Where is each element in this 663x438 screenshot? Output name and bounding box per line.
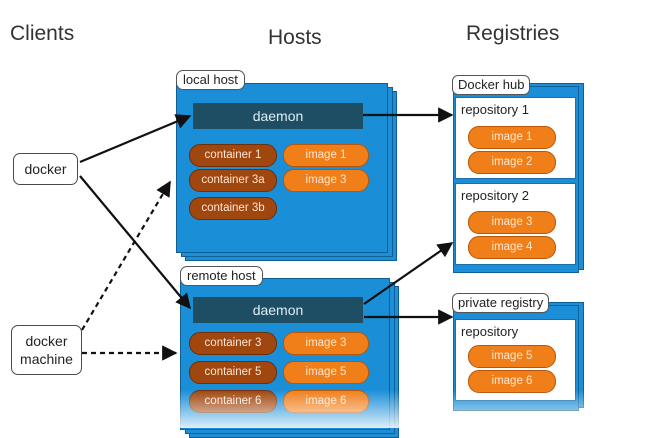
repository-name: repository xyxy=(461,324,519,339)
connector-arrows xyxy=(79,107,454,361)
image-item: image 3 xyxy=(468,211,556,234)
repository-box: repository 2 image 3 image 4 xyxy=(455,183,576,265)
image-item: image 3 xyxy=(283,169,369,192)
local-daemon: daemon xyxy=(193,103,363,129)
container-item: container 3a xyxy=(189,169,277,192)
arrow-machine-to-local-host xyxy=(81,180,171,331)
container-item: container 3 xyxy=(189,332,277,355)
private-registry-label: private registry xyxy=(452,293,550,313)
local-host-label: local host xyxy=(176,70,245,90)
arrow-remote-daemon-to-docker-hub xyxy=(363,242,454,305)
container-item: container 1 xyxy=(189,144,277,167)
container-item: container 5 xyxy=(189,361,277,384)
arrow-docker-to-local-daemon xyxy=(79,114,192,164)
remote-host-label: remote host xyxy=(180,266,263,286)
container-item: container 3b xyxy=(189,197,277,220)
hosts-heading: Hosts xyxy=(268,26,322,49)
repository-name: repository 2 xyxy=(461,188,529,203)
docker-hub-label: Docker hub xyxy=(452,75,531,95)
image-item: image 5 xyxy=(283,361,369,384)
clients-heading: Clients xyxy=(10,22,75,45)
image-item: image 6 xyxy=(468,370,556,393)
registries-heading: Registries xyxy=(466,22,560,45)
image-item: image 1 xyxy=(283,144,369,167)
image-item: image 2 xyxy=(468,151,556,174)
remote-daemon: daemon xyxy=(193,297,363,323)
image-item: image 3 xyxy=(283,332,369,355)
repository-box: repository 1 image 1 image 2 xyxy=(455,97,576,179)
repository-name: repository 1 xyxy=(461,102,529,117)
repository-box: repository image 5 image 6 xyxy=(455,319,576,401)
image-item: image 4 xyxy=(468,236,556,259)
image-item: image 5 xyxy=(468,345,556,368)
image-item: image 1 xyxy=(468,126,556,149)
docker-machine-client: docker machine xyxy=(11,325,82,375)
docker-client: docker xyxy=(13,153,78,185)
